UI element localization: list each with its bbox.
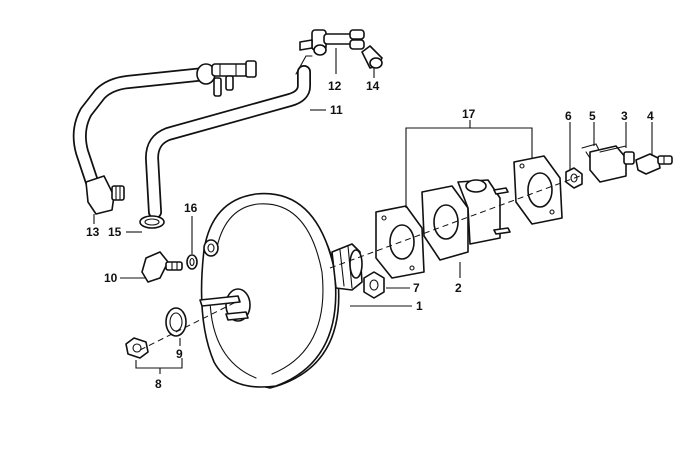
callout-1: 1 bbox=[416, 299, 423, 313]
hose-clamp bbox=[139, 215, 165, 229]
hex-nut-left bbox=[125, 337, 149, 359]
gasket-right bbox=[513, 155, 563, 225]
fitting-4 bbox=[635, 153, 673, 175]
callout-5: 5 bbox=[589, 109, 596, 123]
cap-plug bbox=[361, 45, 383, 69]
callout-13: 13 bbox=[86, 225, 100, 239]
callout-labels: 1 2 3 4 5 6 7 8 9 10 11 12 13 14 15 16 1… bbox=[86, 79, 654, 391]
check-valve-fitting bbox=[196, 60, 257, 97]
callout-14: 14 bbox=[366, 79, 380, 93]
spacer-block bbox=[421, 179, 511, 261]
callout-2: 2 bbox=[455, 281, 462, 295]
leader-lines bbox=[93, 48, 653, 374]
vacuum-switch bbox=[589, 145, 635, 183]
callout-9: 9 bbox=[176, 347, 183, 361]
callout-17: 17 bbox=[462, 107, 476, 121]
callout-16: 16 bbox=[184, 201, 198, 215]
callout-10: 10 bbox=[104, 271, 118, 285]
seal-ring-small bbox=[186, 254, 198, 270]
callout-8: 8 bbox=[155, 377, 162, 391]
o-ring bbox=[165, 307, 187, 337]
callout-7: 7 bbox=[413, 281, 420, 295]
callout-4: 4 bbox=[647, 109, 654, 123]
callout-6: 6 bbox=[565, 109, 572, 123]
callout-11: 11 bbox=[330, 103, 343, 117]
vacuum-hose-11 bbox=[145, 55, 313, 219]
hex-nut-right bbox=[363, 271, 385, 299]
vacuum-hose-left bbox=[72, 67, 212, 215]
callout-3: 3 bbox=[621, 109, 628, 123]
callout-15: 15 bbox=[108, 225, 122, 239]
brake-booster bbox=[199, 192, 363, 389]
t-connector bbox=[299, 29, 365, 56]
callout-12: 12 bbox=[328, 79, 342, 93]
elbow-fitting bbox=[141, 251, 183, 283]
